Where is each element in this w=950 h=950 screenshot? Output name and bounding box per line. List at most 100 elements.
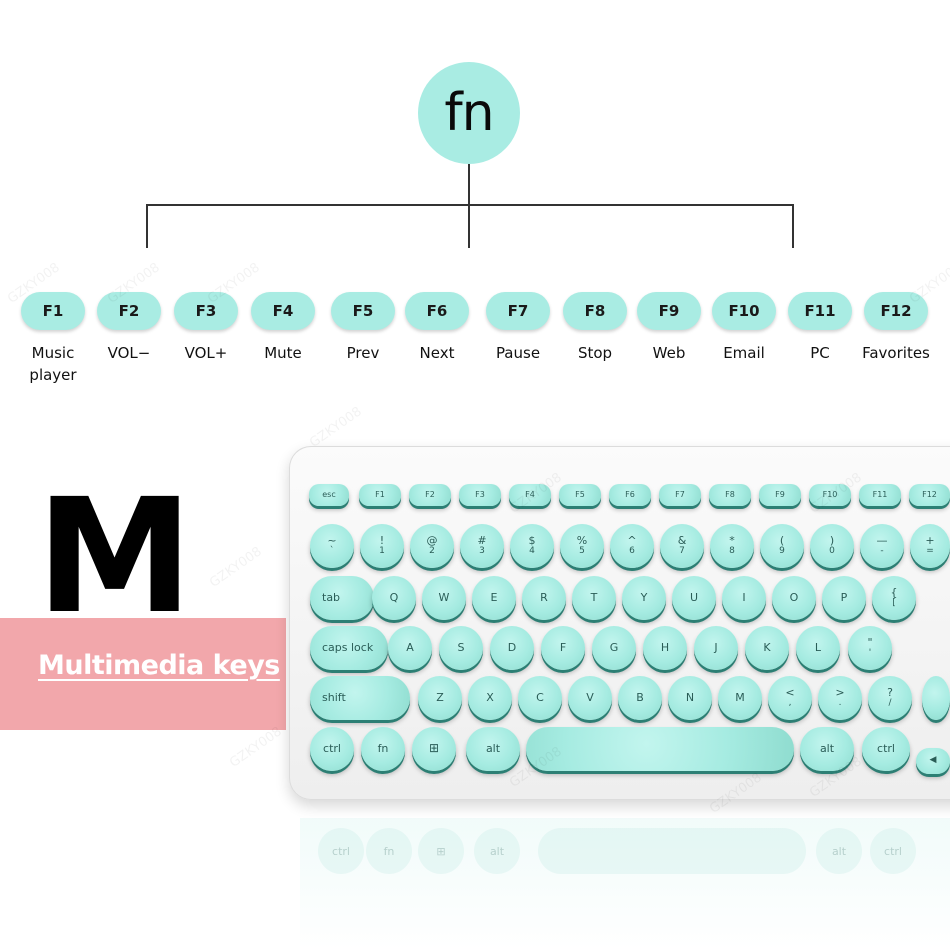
fkey-f8-label: Stop: [577, 344, 613, 362]
kb-number-key-2: @2: [410, 524, 454, 568]
fkey-f12-label: Favorites: [862, 344, 930, 362]
kb-key-s: S: [439, 626, 483, 670]
kb-key-k: K: [745, 626, 789, 670]
kb-fn-row-key-f10: F10: [809, 484, 851, 506]
fkey-f11-label: PC: [810, 344, 830, 362]
fn-key-badge: fn: [418, 62, 520, 164]
fkey-f4-label: Mute: [264, 344, 302, 362]
kb-number-key-12: +=: [910, 524, 950, 568]
reflection-key-3: alt: [474, 828, 520, 874]
kb-fn-row-key-f5: F5: [559, 484, 601, 506]
kb-key-g: G: [592, 626, 636, 670]
kb-key-d: D: [490, 626, 534, 670]
kb-key-b: B: [618, 676, 662, 720]
reflection-key-5: ctrl: [870, 828, 916, 874]
kb-bracket-key: {[: [872, 576, 916, 620]
kb-caps-lock-key: caps lock: [310, 626, 388, 670]
watermark-text: GZKY008: [907, 260, 950, 307]
kb-quote-key: "': [848, 626, 892, 670]
kb-fn-row-key-f3: F3: [459, 484, 501, 506]
kb-key-o: O: [772, 576, 816, 620]
fkey-f7-label: Pause: [495, 344, 541, 362]
kb-tab-key: tab: [310, 576, 374, 620]
fkey-f5: F5: [331, 292, 395, 330]
kb-key-w: W: [422, 576, 466, 620]
fkey-f10: F10: [712, 292, 776, 330]
kb-key-i: I: [722, 576, 766, 620]
fkey-f2-label: VOL−: [107, 344, 151, 362]
kb-key-q: Q: [372, 576, 416, 620]
keyboard-reflection: [300, 818, 950, 950]
fn-key-label: fn: [444, 83, 494, 143]
caption-band: [0, 618, 286, 730]
kb-key-h: H: [643, 626, 687, 670]
caption-text: Multimedia keys: [38, 650, 280, 681]
kb-fn-row-key-f2: F2: [409, 484, 451, 506]
kb-fn-key: fn: [361, 727, 405, 771]
kb-number-key-0: ~`: [310, 524, 354, 568]
fkey-f6: F6: [405, 292, 469, 330]
kb-punct-key-0: <,: [768, 676, 812, 720]
kb-key-t: T: [572, 576, 616, 620]
kb-ctrl-key: ctrl: [310, 727, 354, 771]
kb-key-l: L: [796, 626, 840, 670]
fkey-f12: F12: [864, 292, 928, 330]
kb-number-key-11: —-: [860, 524, 904, 568]
kb-number-key-1: !1: [360, 524, 404, 568]
kb-key-m: M: [718, 676, 762, 720]
kb-number-key-8: *8: [710, 524, 754, 568]
kb-key-c: C: [518, 676, 562, 720]
kb-fn-row-key-f4: F4: [509, 484, 551, 506]
kb-key-e: E: [472, 576, 516, 620]
fkey-f4: F4: [251, 292, 315, 330]
kb-number-key-3: #3: [460, 524, 504, 568]
reflection-key-2: ⊞: [418, 828, 464, 874]
kb-fn-row-key-f12: F12: [909, 484, 950, 506]
kb-ctrl-right-key: ctrl: [862, 727, 910, 771]
reflection-key-0: ctrl: [318, 828, 364, 874]
fkey-f9: F9: [637, 292, 701, 330]
fkey-f11: F11: [788, 292, 852, 330]
kb-key-p: P: [822, 576, 866, 620]
reflection-key-1: fn: [366, 828, 412, 874]
windows-icon: ⊞: [412, 727, 456, 771]
reflection-spacebar: [538, 828, 806, 874]
watermark-text: GZKY008: [307, 404, 365, 451]
fkey-f7: F7: [486, 292, 550, 330]
kb-punct-key-2: ?/: [868, 676, 912, 720]
kb-key-n: N: [668, 676, 712, 720]
kb-right-shift-key: [922, 676, 950, 720]
kb-key-y: Y: [622, 576, 666, 620]
fkey-f6-label: Next: [419, 344, 455, 362]
kb-key-z: Z: [418, 676, 462, 720]
watermark-text: GZKY008: [207, 544, 265, 591]
kb-fn-row-key-f6: F6: [609, 484, 651, 506]
kb-alt-right-key: alt: [800, 727, 854, 771]
kb-key-f: F: [541, 626, 585, 670]
kb-number-key-10: )0: [810, 524, 854, 568]
kb-fn-row-key-f8: F8: [709, 484, 751, 506]
kb-number-key-6: ^6: [610, 524, 654, 568]
kb-punct-key-1: >.: [818, 676, 862, 720]
kb-fn-row-key-f7: F7: [659, 484, 701, 506]
fkey-f1: F1: [21, 292, 85, 330]
kb-number-key-4: $4: [510, 524, 554, 568]
arrow-left-icon: ◀: [916, 748, 950, 774]
kb-shift-key: shift: [310, 676, 410, 720]
kb-spacebar: [526, 727, 794, 771]
kb-number-key-7: &7: [660, 524, 704, 568]
tree-branch-left: [146, 204, 148, 248]
kb-fn-row-key-f9: F9: [759, 484, 801, 506]
kb-key-u: U: [672, 576, 716, 620]
fkey-f5-label: Prev: [346, 344, 380, 362]
fkey-f3-label: VOL+: [184, 344, 228, 362]
kb-fn-row-key-f11: F11: [859, 484, 901, 506]
fkey-f2: F2: [97, 292, 161, 330]
kb-key-r: R: [522, 576, 566, 620]
watermark-text: GZKY008: [227, 724, 285, 771]
kb-key-x: X: [468, 676, 512, 720]
fkey-f8: F8: [563, 292, 627, 330]
kb-fn-row-key-esc: esc: [309, 484, 349, 506]
